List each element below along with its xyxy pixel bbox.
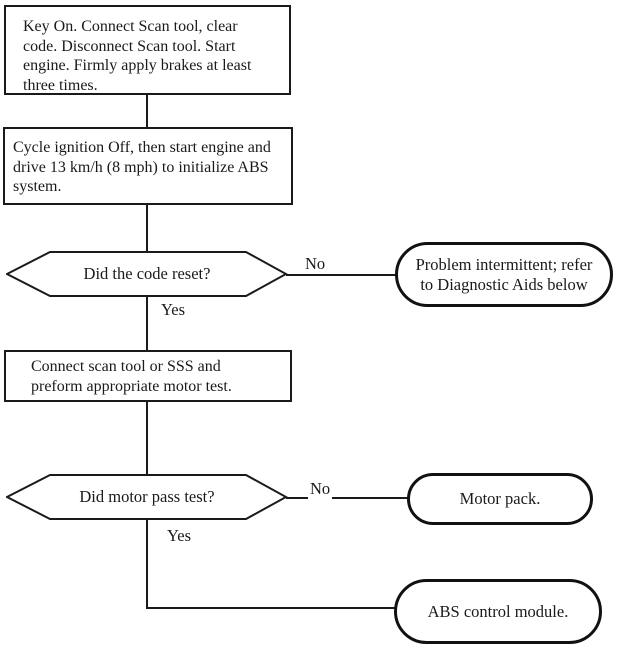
process-step-3: Connect scan tool or SSS and preform app… xyxy=(4,350,292,402)
label-no-decision2: No xyxy=(308,479,333,499)
connector-decision2-no-line xyxy=(286,497,408,499)
connector-decision2-terminal3-horizontal xyxy=(146,607,396,609)
process-step-1: Key On. Connect Scan tool, clear code. D… xyxy=(4,5,291,95)
connector-decision1-step3 xyxy=(146,297,148,351)
connector-step1-step2 xyxy=(146,94,148,128)
connector-decision1-no-line xyxy=(286,274,396,276)
process-step-2: Cycle ignition Off, then start engine an… xyxy=(3,127,293,205)
terminal-abs-control-module: ABS control module. xyxy=(394,579,602,644)
label-yes-decision2: Yes xyxy=(165,526,194,546)
terminal-motor-pack: Motor pack. xyxy=(407,473,593,525)
terminal-problem-intermittent: Problem intermittent; refer to Diagnosti… xyxy=(395,242,613,307)
hexagon-shape xyxy=(6,474,288,520)
decision-did-code-reset: Did the code reset? xyxy=(6,251,288,297)
decision-did-motor-pass-test: Did motor pass test? xyxy=(6,474,288,520)
decision2-question: Did motor pass test? xyxy=(79,487,215,506)
decision1-question: Did the code reset? xyxy=(83,264,211,283)
connector-step2-decision1 xyxy=(146,204,148,253)
label-yes-decision1: Yes xyxy=(159,300,188,320)
label-no-decision1: No xyxy=(303,254,328,274)
connector-step3-decision2 xyxy=(146,401,148,476)
connector-decision2-terminal3-vertical xyxy=(146,519,148,609)
hexagon-shape xyxy=(6,251,288,297)
